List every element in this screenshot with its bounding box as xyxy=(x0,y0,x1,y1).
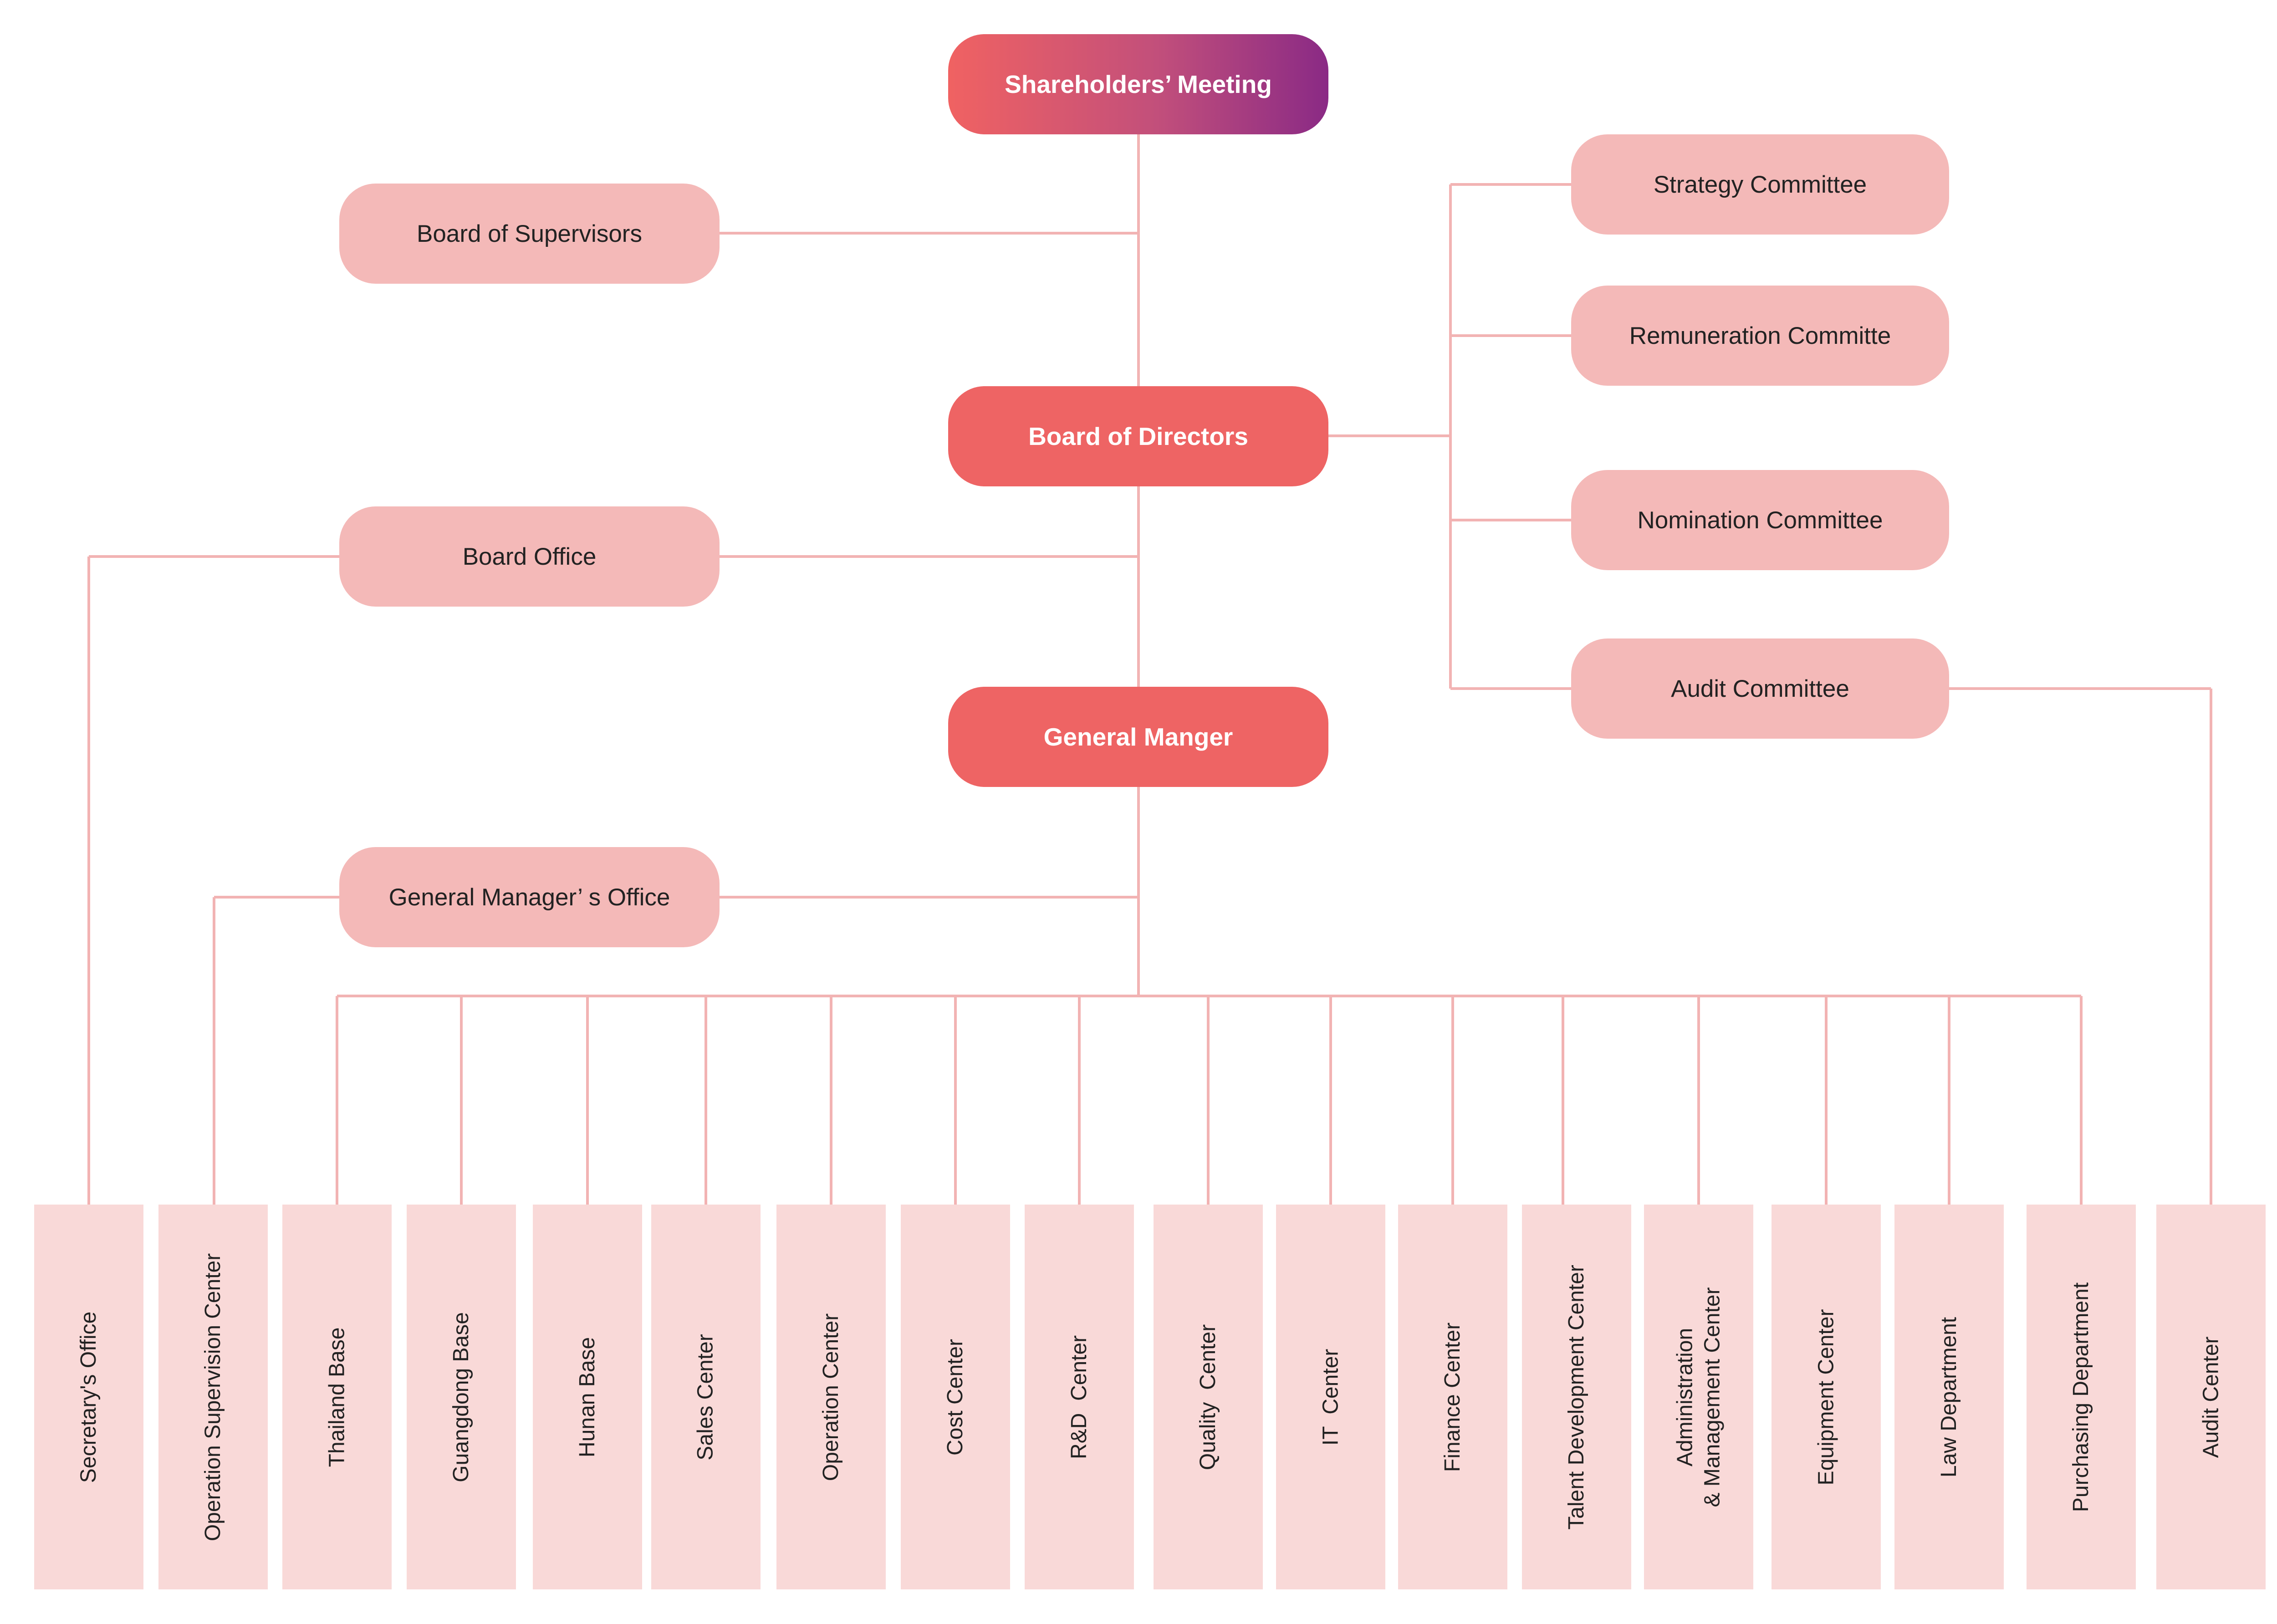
dept-cost-center: Cost Center xyxy=(901,1205,1010,1589)
dept-label: Law Department xyxy=(1937,1317,1961,1477)
dept-purchasing-department: Purchasing Department xyxy=(2027,1205,2136,1589)
board-of-directors-node: Board of Directors xyxy=(948,386,1328,486)
dept-secretarys-office: Secretary's Office xyxy=(34,1205,143,1589)
shareholders-meeting-node: Shareholders’ Meeting xyxy=(948,34,1328,134)
dept-sales-center: Sales Center xyxy=(651,1205,761,1589)
dept-guangdong-base: Guangdong Base xyxy=(407,1205,516,1589)
nomination-committee-node: Nomination Committee xyxy=(1571,470,1949,570)
remuneration-committee-node: Remuneration Committe xyxy=(1571,286,1949,386)
general-manager-label: General Manger xyxy=(1043,723,1233,751)
dept-label: Equipment Center xyxy=(1814,1309,1838,1485)
audit-committee-node: Audit Committee xyxy=(1571,638,1949,739)
dept-label: Quality Center xyxy=(1196,1324,1220,1470)
shareholders-meeting-label: Shareholders’ Meeting xyxy=(1005,70,1272,98)
board-of-directors-label: Board of Directors xyxy=(1028,422,1248,450)
general-managers-office-label: General Manager’ s Office xyxy=(388,883,670,911)
dept-thailand-base: Thailand Base xyxy=(282,1205,392,1589)
dept-finance-center: Finance Center xyxy=(1398,1205,1507,1589)
dept-audit-center: Audit Center xyxy=(2156,1205,2266,1589)
dept-label: R&D Center xyxy=(1067,1335,1091,1459)
committee-label: Audit Committee xyxy=(1671,675,1849,702)
committee-label: Remuneration Committe xyxy=(1629,322,1891,349)
dept-operation-center: Operation Center xyxy=(776,1205,886,1589)
general-managers-office-node: General Manager’ s Office xyxy=(339,847,720,947)
dept-label: Thailand Base xyxy=(325,1327,349,1467)
dept-hunan-base: Hunan Base xyxy=(533,1205,642,1589)
dept-equipment-center: Equipment Center xyxy=(1772,1205,1881,1589)
board-of-supervisors-label: Board of Supervisors xyxy=(417,220,642,247)
dept-label: Operation Center xyxy=(819,1313,843,1481)
dept-operation-supervision-center: Operation Supervision Center xyxy=(158,1205,268,1589)
dept-label: Sales Center xyxy=(694,1333,718,1461)
dept-rd-center: R&D Center xyxy=(1025,1205,1134,1589)
dept-label: Secretary's Office xyxy=(77,1311,101,1483)
dept-quality-center: Quality Center xyxy=(1154,1205,1263,1589)
general-manager-node: General Manger xyxy=(948,687,1328,787)
dept-talent-development-center: Talent Development Center xyxy=(1522,1205,1631,1589)
dept-label: Cost Center xyxy=(943,1338,968,1455)
dept-label: Administration & Management Center xyxy=(1673,1287,1724,1507)
dept-label: Finance Center xyxy=(1440,1322,1465,1472)
dept-law-department: Law Department xyxy=(1894,1205,2004,1589)
committee-label: Strategy Committee xyxy=(1653,171,1867,198)
strategy-committee-node: Strategy Committee xyxy=(1571,134,1949,235)
board-office-node: Board Office xyxy=(339,506,720,607)
dept-label: Guangdong Base xyxy=(449,1312,474,1482)
dept-administration-management-center: Administration & Management Center xyxy=(1644,1205,1753,1589)
dept-it-center: IT Center xyxy=(1276,1205,1385,1589)
board-office-label: Board Office xyxy=(462,543,597,570)
dept-label: Hunan Base xyxy=(575,1337,599,1457)
committee-label: Nomination Committee xyxy=(1637,506,1883,534)
dept-label: Audit Center xyxy=(2199,1336,2223,1458)
dept-label: Operation Supervision Center xyxy=(201,1253,225,1541)
dept-label: Talent Development Center xyxy=(1564,1264,1588,1530)
board-of-supervisors-node: Board of Supervisors xyxy=(339,184,720,284)
dept-label: IT Center xyxy=(1318,1348,1343,1445)
dept-label: Purchasing Department xyxy=(2069,1282,2093,1512)
